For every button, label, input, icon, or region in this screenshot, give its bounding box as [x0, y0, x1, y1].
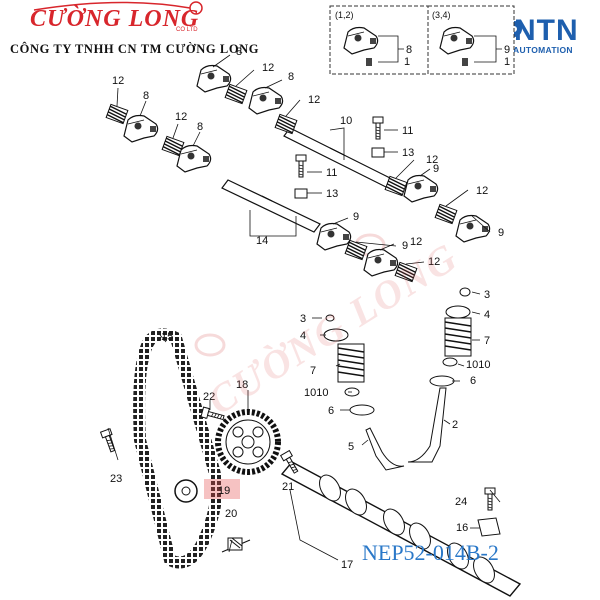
callout-15: 15: [161, 331, 173, 343]
shaft-spring-icon: [344, 239, 368, 261]
tensioner-highlight: [204, 479, 240, 499]
callout-9: 9: [353, 211, 359, 223]
callout-9: 9: [402, 240, 408, 252]
shaft-spring-icon: [434, 203, 458, 225]
callout-12: 12: [476, 185, 488, 197]
shaft-spring-icon: [224, 83, 248, 105]
callout-7: 7: [310, 365, 316, 377]
rocker-arm-icon: [316, 222, 352, 251]
inset-label: (3,4): [432, 10, 451, 20]
company-name: CÔNG TY TNHH CN TM CƯỜNG LONG: [10, 42, 260, 56]
leader-lines: [107, 54, 501, 561]
callout-8: 8: [197, 121, 203, 133]
bolt-icon: [484, 487, 496, 511]
callout-12: 12: [426, 154, 438, 166]
callout-3: 3: [484, 289, 490, 301]
tensioner-pulley: [174, 479, 198, 503]
brand-name: CƯỜNG LONG: [30, 6, 200, 32]
callout-8: 8: [236, 46, 242, 58]
brand-sub: CO LTD: [176, 27, 198, 33]
callout-12: 12: [428, 256, 440, 268]
cam-gear: [215, 409, 281, 475]
callout-12: 12: [175, 111, 187, 123]
clip-icon: [371, 147, 385, 158]
callout-22: 22: [203, 391, 215, 403]
inset-adjuster-icon: [462, 58, 468, 66]
callout-1: 1: [504, 56, 510, 68]
callout-12: 12: [410, 236, 422, 248]
callout-1010: 1010: [466, 359, 490, 371]
partner-logo: NTN: [514, 14, 579, 47]
clip-icon: [294, 188, 308, 199]
bolt-icon: [295, 154, 307, 178]
partner-subtitle: AUTOMATION: [513, 45, 573, 55]
part-code: NEP52-014B-2: [362, 540, 499, 565]
callout-1: 1: [404, 56, 410, 68]
callout-labels: (1,2) (3,4) 8 1 9 1 8 8 8 8 12 12 12 12 …: [110, 10, 510, 571]
callout-6: 6: [470, 375, 476, 387]
valve-spring-assembly-left: [323, 314, 405, 471]
callout-12: 12: [262, 62, 274, 74]
tensioner-spring-icon: [221, 537, 251, 553]
callout-9: 9: [498, 227, 504, 239]
callout-5: 5: [348, 441, 354, 453]
callout-19: 19: [218, 485, 230, 497]
callout-6: 6: [328, 405, 334, 417]
callout-11: 11: [402, 125, 413, 137]
callout-13: 13: [402, 147, 414, 159]
callout-7: 7: [484, 335, 490, 347]
callout-18: 18: [236, 379, 248, 391]
callout-4: 4: [300, 330, 306, 342]
shaft-spring-icon: [274, 113, 298, 135]
callout-20: 20: [225, 508, 237, 520]
rocker-arm-icon: [455, 214, 491, 243]
timing-belt: [133, 328, 223, 569]
rocker-arm-icon: [123, 114, 159, 143]
callout-3: 3: [300, 313, 306, 325]
shaft-spring-icon: [384, 175, 408, 197]
callout-24: 24: [455, 496, 467, 508]
rocker-arm-icon: [196, 64, 232, 93]
shaft-spring-icon: [105, 103, 129, 125]
valve-spring-assembly-right: [407, 287, 472, 463]
callout-8: 8: [288, 71, 294, 83]
callout-23: 23: [110, 473, 122, 485]
callout-9: 9: [433, 163, 439, 175]
cover-plate-icon: [477, 517, 501, 537]
callout-10: 10: [340, 115, 352, 127]
brand-mark-icon: [189, 1, 203, 15]
rocker-shaft-lower: [221, 179, 321, 233]
callout-21: 21: [282, 481, 294, 493]
callout-8: 8: [143, 90, 149, 102]
callout-8: 8: [406, 44, 412, 56]
rocker-arm-icon: [403, 174, 439, 203]
callout-9: 9: [504, 44, 510, 56]
callout-14: 14: [256, 235, 268, 247]
rocker-arm-icon: [248, 86, 284, 115]
callout-12: 12: [308, 94, 320, 106]
callout-11: 11: [326, 167, 337, 179]
inset-adjuster-icon: [366, 58, 372, 66]
callout-4: 4: [484, 309, 490, 321]
bolt-icon: [372, 116, 384, 140]
camshaft: [280, 461, 522, 597]
callout-1010: 1010: [304, 387, 328, 399]
brand-swoosh: [33, 1, 191, 11]
callout-13: 13: [326, 188, 338, 200]
callout-12: 12: [112, 75, 124, 87]
inset-label: (1,2): [335, 10, 354, 20]
callout-16: 16: [456, 522, 468, 534]
shaft-spring-icon: [161, 135, 185, 157]
callout-2: 2: [452, 419, 458, 431]
rocker-arm-icon: [176, 144, 212, 173]
callout-17: 17: [341, 559, 353, 571]
